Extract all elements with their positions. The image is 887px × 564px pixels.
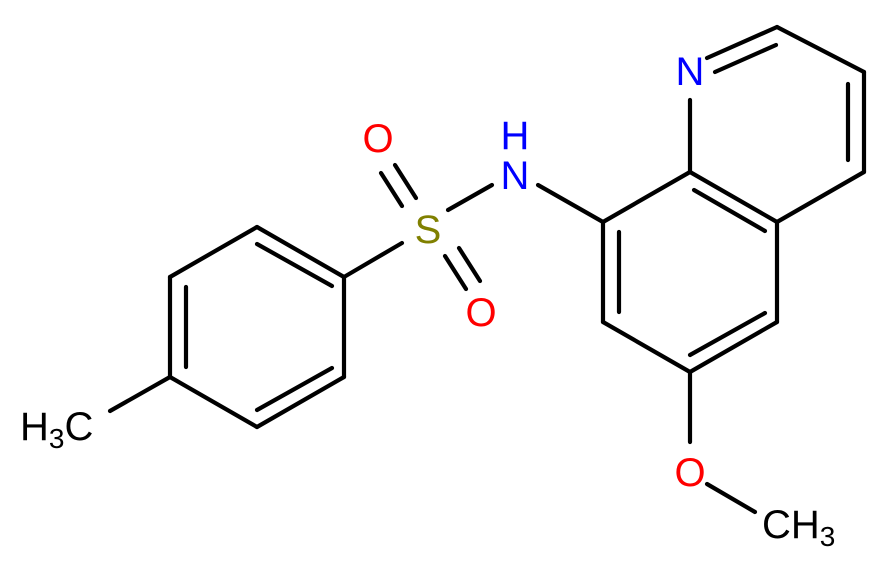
bond-c4-c4a (774, 169, 867, 225)
bond-c2-c3 (774, 24, 867, 75)
bond-s-o1-a (392, 162, 419, 201)
bond-s-o2-a (442, 253, 469, 292)
bond-c8a-c4a (687, 169, 780, 225)
atom-o2: O (465, 291, 496, 335)
atom-nh: N (501, 154, 530, 198)
bond-c5-c6 (687, 319, 780, 375)
bond-n1-c2-inner (712, 42, 779, 75)
atom-s: S (415, 208, 442, 252)
atom-ch3-right: CH3 (762, 503, 835, 552)
bond-nh-s (445, 182, 495, 213)
bond-c4p-c5p (167, 374, 260, 430)
bond-n1-c2 (704, 24, 780, 61)
atom-labels: N N H S O O O H3C CH3 (20, 50, 835, 552)
bonds (107, 24, 867, 515)
bond-c5-c6-inner (687, 310, 768, 358)
bond-c2p-c3p (167, 224, 260, 280)
bond-c5p-c6p (254, 374, 347, 430)
bond-c8-nh (535, 182, 606, 225)
atom-n1: N (676, 50, 705, 94)
atom-ch3-left: H3C (20, 405, 93, 454)
bond-c5p-c6p-inner (254, 365, 335, 413)
bond-o3-ch3 (704, 481, 758, 515)
bond-s-o1-b (378, 170, 405, 209)
bond-c6-c7 (600, 319, 693, 375)
bond-c4p-ch3 (107, 374, 173, 414)
atom-o3: O (674, 451, 705, 495)
bond-c8-c8a (600, 169, 693, 225)
bond-s-o2-b (456, 245, 483, 284)
bond-c1p-c2p (254, 224, 347, 280)
atom-nh-h: H (501, 114, 530, 158)
bond-c8a-c4a-inner (691, 187, 768, 234)
bond-c1p-c2p-inner (254, 241, 335, 289)
bond-s-c1p (341, 240, 405, 280)
atom-o1: O (362, 117, 393, 161)
